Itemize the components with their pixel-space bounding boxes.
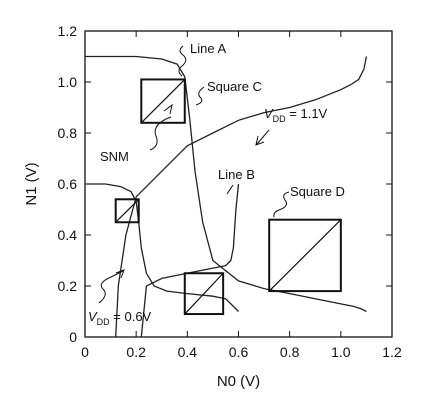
- x-tick-label: 1.0: [331, 344, 351, 360]
- vdd06-leader: [98, 270, 124, 304]
- x-tick-label: 0.4: [178, 344, 198, 360]
- annotations: Line A Square C SNM Line B Square D VDD …: [88, 41, 345, 327]
- y-tick-label: 1.2: [58, 23, 78, 39]
- curve-line-b: [115, 56, 368, 338]
- curve-line-a: [85, 55, 367, 313]
- y-tick-label: 0: [69, 329, 77, 345]
- y-tick-label: 0.8: [58, 125, 78, 141]
- vdd-subscript: DD: [273, 114, 286, 124]
- vdd11-arrowhead: [255, 135, 265, 146]
- annotation-snm: SNM: [100, 149, 129, 164]
- x-tick-label: 0.8: [280, 344, 300, 360]
- annotation-line-b: Line B: [218, 167, 255, 182]
- snm-square-2: [114, 198, 140, 224]
- line-b-leader: [226, 184, 234, 195]
- annotation-line-a: Line A: [190, 41, 226, 56]
- square-c: [140, 78, 186, 124]
- annotation-square-d: Square D: [290, 184, 345, 199]
- square-d-leader: [273, 191, 290, 218]
- snm-leader: [149, 116, 172, 151]
- square-d-diagonal: [268, 219, 342, 292]
- snm-arrowhead: [163, 103, 173, 115]
- vdd-label: V: [88, 309, 98, 324]
- x-axis-title: N0 (V): [217, 373, 260, 390]
- vdd11-arrow: [256, 129, 270, 145]
- annotation-vdd-0-6v: VDD = 0.6V: [88, 309, 152, 327]
- x-tick-label: 0: [81, 344, 89, 360]
- annotation-square-c: Square C: [207, 79, 262, 94]
- x-tick-label: 1.2: [382, 344, 402, 360]
- squares: [114, 78, 342, 316]
- line-a-leader: [178, 45, 187, 77]
- square-c-leader: [195, 86, 205, 106]
- vdd06-arrowhead: [115, 269, 125, 279]
- y-tick-label: 0.6: [58, 176, 78, 192]
- x-tick-label: 0.2: [126, 344, 146, 360]
- vdd-label: V: [264, 106, 274, 121]
- annotation-vdd-1-1v: VDD = 1.1V: [264, 106, 328, 124]
- x-tick-label: 0.6: [229, 344, 249, 360]
- y-tick-label: 0.2: [58, 278, 78, 294]
- y-tick-label: 0.4: [58, 227, 78, 243]
- square-d: [268, 218, 342, 293]
- curves: [85, 55, 368, 338]
- snm-square-2-diagonal: [115, 198, 140, 223]
- square-c-diagonal: [140, 79, 186, 124]
- vdd-value: = 0.6V: [110, 309, 152, 324]
- vdd-value: = 1.1V: [286, 106, 328, 121]
- y-tick-label: 1.0: [58, 74, 78, 90]
- curve-series-2: [85, 183, 239, 312]
- curve-series-3: [140, 183, 240, 338]
- snm-square-3: [183, 272, 225, 316]
- snm-square-3-diagonal: [184, 272, 224, 315]
- y-axis-title: N1 (V): [23, 162, 40, 205]
- axes: 0 0.2 0.4 0.6 0.8 1.0 1.2 0 0.2 0.4 0.6 0.8 1.0 1.2N0…: [23, 23, 402, 390]
- vdd-subscript: DD: [97, 317, 110, 327]
